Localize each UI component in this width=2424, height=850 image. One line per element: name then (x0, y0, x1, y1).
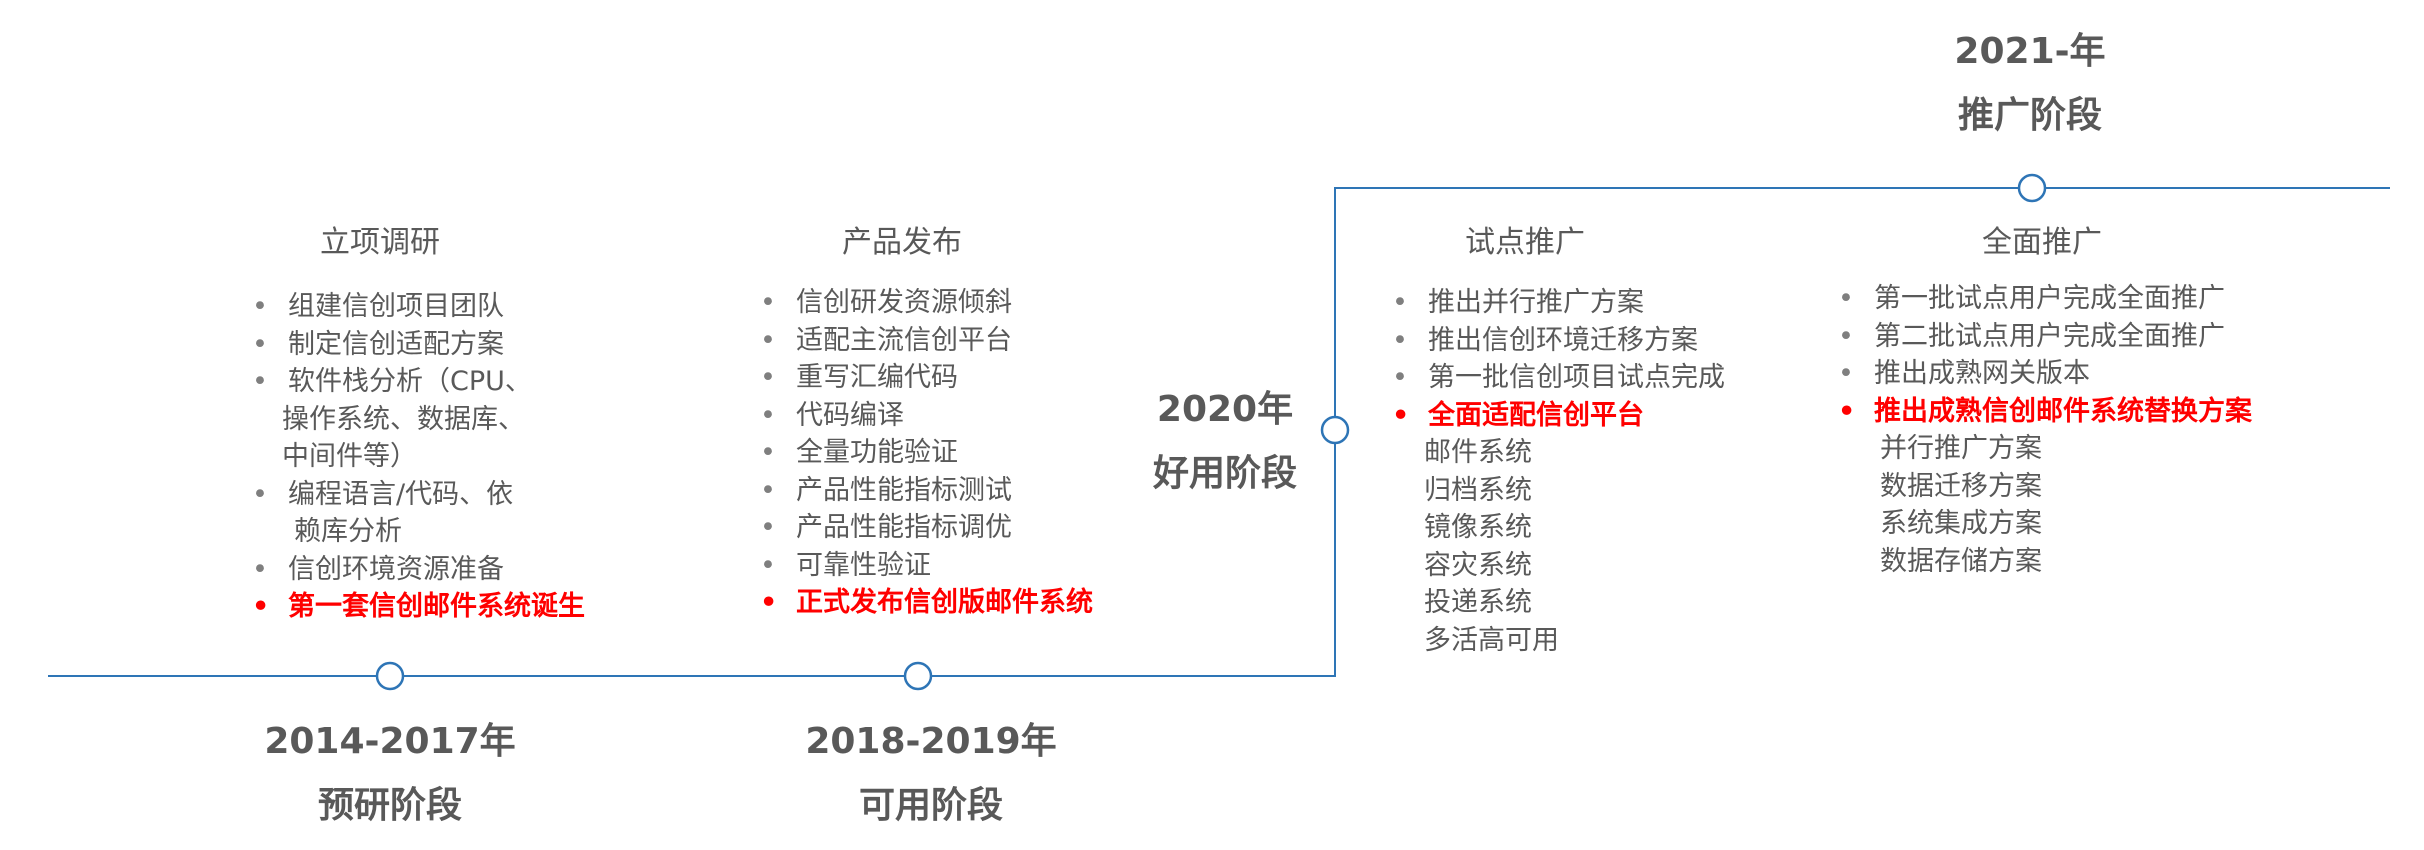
stage-year: 2014-2017年 (264, 721, 516, 762)
stage-label-2020: 2020年 好用阶段 (1100, 388, 1350, 496)
list-subitem: 投递系统 (1424, 587, 1532, 618)
stage-phase: 推广阶段 (1957, 95, 2102, 136)
stage-year: 2020年 (1156, 389, 1294, 430)
list-item: 推出成熟网关版本 (1838, 355, 2252, 393)
stage-label-2021: 2021-年 推广阶段 (1870, 30, 2190, 138)
column-list-full-rollout: 第一批试点用户完成全面推广 第二批试点用户完成全面推广 推出成熟网关版本 推出成… (1838, 280, 2252, 580)
list-item: 制定信创适配方案 (252, 326, 585, 364)
list-item-highlight: 推出成熟信创邮件系统替换方案 (1838, 393, 2252, 431)
list-item-line: 软件栈分析（CPU、 (288, 366, 532, 397)
list-item-highlight: 正式发布信创版邮件系统 (760, 584, 1093, 622)
list-subitem: 容灾系统 (1424, 549, 1532, 581)
list-item-line: 中间件等） (282, 441, 417, 472)
list-subitem: 并行推广方案 (1880, 433, 2042, 464)
column-title-research: 立项调研 (320, 225, 440, 260)
list-item-line: 赖库分析 (294, 516, 402, 547)
stage-label-2018: 2018-2019年 可用阶段 (771, 720, 1091, 828)
list-item-highlight: 全面适配信创平台 (1392, 397, 1725, 435)
list-item: 信创研发资源倾斜 (760, 284, 1093, 322)
stage-phase: 可用阶段 (858, 785, 1003, 826)
milestone-marker-2021 (2017, 173, 2047, 203)
list-item: 推出并行推广方案 (1392, 284, 1725, 322)
list-subitem: 镜像系统 (1424, 512, 1532, 543)
list-item: 可靠性验证 (760, 547, 1093, 585)
stage-year: 2018-2019年 (805, 721, 1057, 762)
milestone-marker-2014 (375, 661, 405, 691)
list-item: 代码编译 (760, 397, 1093, 435)
column-title-pilot: 试点推广 (1465, 225, 1585, 260)
list-item: 组建信创项目团队 (252, 288, 585, 326)
list-item: 推出信创环境迁移方案 (1392, 322, 1725, 360)
list-item: 第一批试点用户完成全面推广 (1838, 280, 2252, 318)
list-subitem: 数据迁移方案 (1880, 470, 2042, 502)
list-item-highlight: 第一套信创邮件系统诞生 (252, 588, 585, 626)
list-item: 编程语言/代码、依 赖库分析 (252, 476, 585, 551)
milestone-marker-2018 (903, 661, 933, 691)
list-item: 适配主流信创平台 (760, 322, 1093, 360)
column-list-release: 信创研发资源倾斜 适配主流信创平台 重写汇编代码 代码编译 全量功能验证 产品性… (760, 284, 1093, 622)
list-subitem: 数据存储方案 (1880, 545, 2042, 577)
stage-phase: 预研阶段 (317, 785, 462, 826)
list-subitem: 归档系统 (1424, 474, 1532, 506)
milestone-marker-2020 (1320, 415, 1350, 445)
list-item: 第二批试点用户完成全面推广 (1838, 318, 2252, 356)
stage-year: 2021-年 (1954, 31, 2106, 72)
list-item: 产品性能指标测试 (760, 472, 1093, 510)
list-item-line: 编程语言/代码、依 (288, 478, 514, 510)
list-subitem: 邮件系统 (1424, 437, 1532, 468)
list-subitem: 多活高可用 (1424, 624, 1559, 656)
column-list-pilot: 推出并行推广方案 推出信创环境迁移方案 第一批信创项目试点完成 全面适配信创平台… (1392, 284, 1725, 659)
list-subitem: 系统集成方案 (1880, 508, 2042, 539)
list-item: 重写汇编代码 (760, 359, 1093, 397)
column-title-release: 产品发布 (842, 225, 962, 260)
list-item-line: 操作系统、数据库、 (282, 403, 525, 435)
list-item: 信创环境资源准备 (252, 551, 585, 589)
list-item: 第一批信创项目试点完成 (1392, 359, 1725, 397)
stage-label-2014: 2014-2017年 预研阶段 (230, 720, 550, 828)
column-title-full-rollout: 全面推广 (1982, 225, 2102, 260)
column-list-research: 组建信创项目团队 制定信创适配方案 软件栈分析（CPU、 操作系统、数据库、 中… (252, 288, 585, 626)
list-item: 软件栈分析（CPU、 操作系统、数据库、 中间件等） (252, 363, 585, 476)
stage-phase: 好用阶段 (1152, 453, 1297, 494)
list-item: 全量功能验证 (760, 434, 1093, 472)
list-item: 产品性能指标调优 (760, 509, 1093, 547)
